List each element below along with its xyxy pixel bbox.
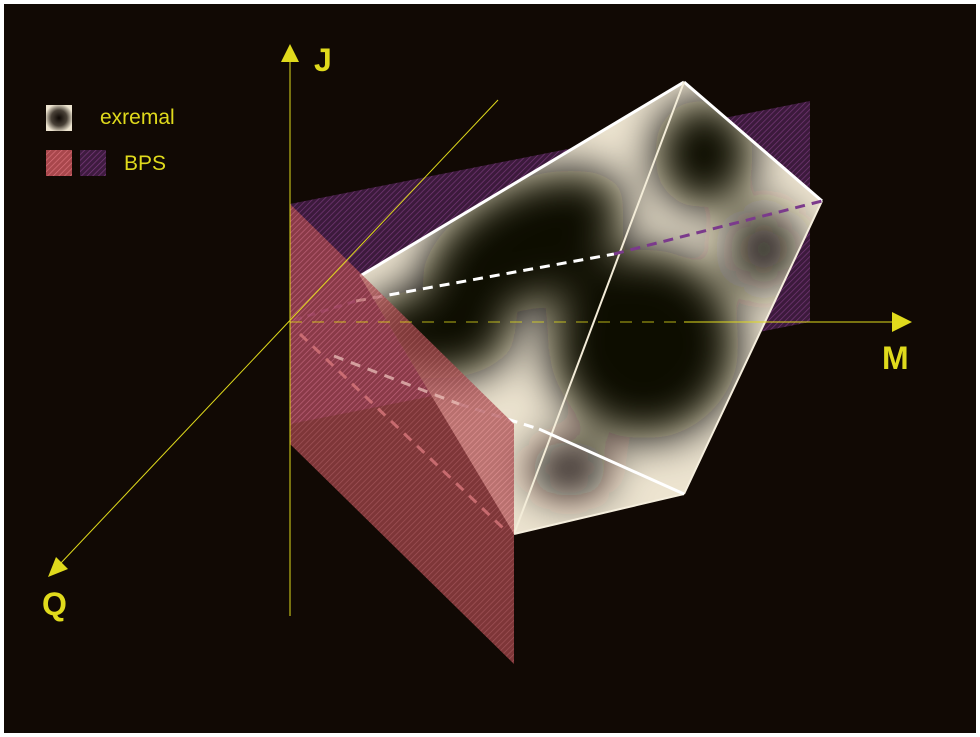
bps-plane-red	[290, 204, 514, 664]
legend-extremal-swatch-icon	[46, 105, 72, 131]
q-axis-label: Q	[42, 586, 67, 622]
j-axis-label: J	[314, 42, 332, 78]
legend-bps-label: BPS	[124, 152, 167, 175]
legend-bps-red-swatch-icon	[46, 150, 72, 176]
j-axis-arrow-icon	[281, 44, 299, 62]
legend-bps-purple-swatch-icon	[80, 150, 106, 176]
legend-extremal-label: exremal	[100, 106, 175, 129]
q-axis-arrow-icon	[48, 557, 68, 577]
m-axis-label: M	[882, 340, 909, 376]
diagram-svg	[46, 44, 912, 664]
m-axis-arrow-icon	[892, 312, 912, 332]
axes	[48, 44, 912, 616]
diagram-canvas: J M Q exremal BPS	[4, 4, 976, 733]
